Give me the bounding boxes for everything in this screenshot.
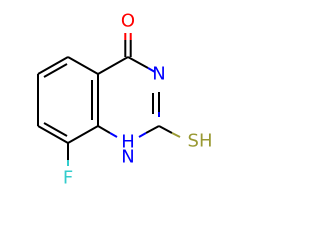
bond-c5-c6 [37,56,69,75]
bond-n1-c8a [97,125,111,134]
bond-c4a-c5 [67,56,99,75]
bond-c7-c8-inner [43,122,68,137]
nitrogen-amine-label: N [121,147,134,168]
molecule-canvas: O N H N SH F [37,11,213,189]
bond-c4-n3 [127,56,149,69]
molecule-structure: O N H N SH F [37,11,213,189]
fluorine-label: F [63,168,73,189]
nitrogen-imine-label: N [152,64,165,85]
bond-n1-c8a-blue [109,132,118,138]
bond-c2-s-olive [171,132,181,138]
bond-c4-n3-blue [147,67,156,73]
bond-c5-c6-inner [43,63,68,78]
bond-c4-c4a [97,56,129,75]
sulfur-group-label: SH [188,131,213,152]
bond-c2-n1 [145,125,160,134]
bond-c2-s [158,125,173,134]
bond-c2-n1-blue [138,132,147,138]
bond-c7-c8 [37,125,69,144]
bond-c8-c8a [67,125,99,144]
oxygen-label: O [121,11,135,32]
nitrogen-amine-h-label: H [121,132,135,153]
